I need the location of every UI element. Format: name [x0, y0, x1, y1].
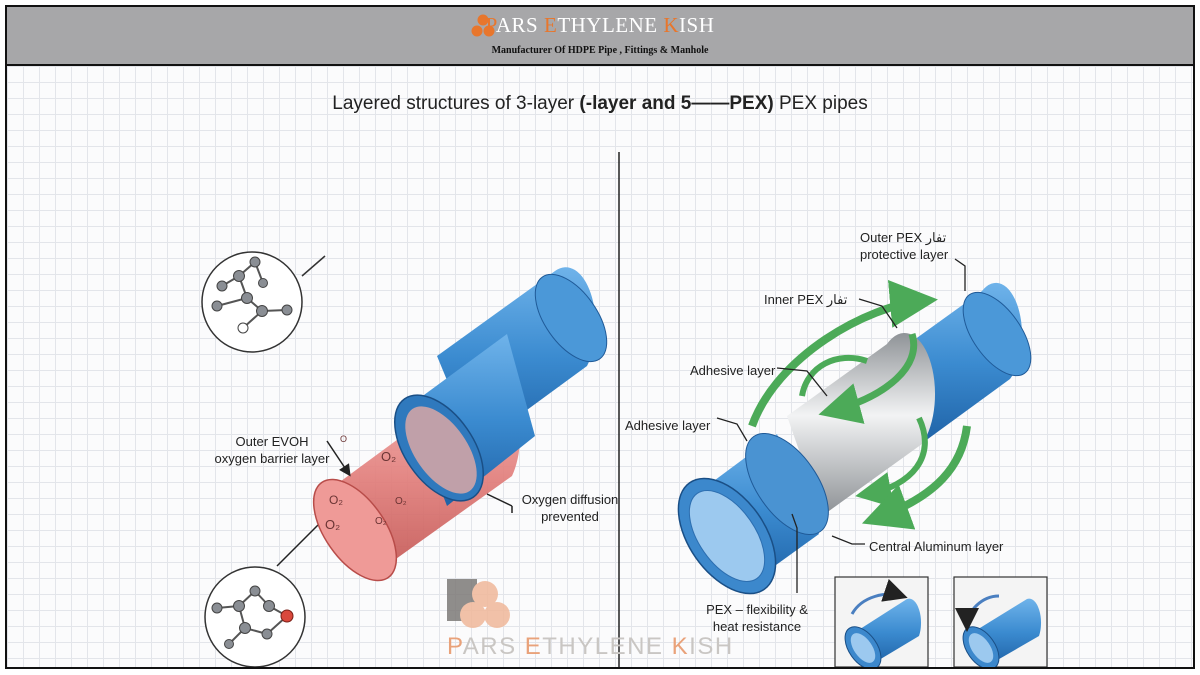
o2-mark: O₂: [325, 517, 340, 532]
o2-mark: O₂: [329, 493, 343, 507]
thumbnail-rotation-1: [834, 576, 929, 667]
page-frame: PARS ETHYLENE KISH Manufacturer Of HDPE …: [5, 5, 1195, 669]
o2-mark: O₂: [375, 516, 387, 527]
diagram-canvas: Layered structures of 3-layer (-layer an…: [7, 66, 1193, 667]
o2-mark: O₂: [381, 449, 396, 464]
diagram-title: Layered structures of 3-layer (-layer an…: [332, 93, 868, 114]
brand-title: PARS ETHYLENE KISH: [485, 13, 715, 37]
brand-logo-icon: [471, 14, 495, 37]
o2-mark: O: [340, 434, 347, 444]
o2-mark: O₂: [395, 496, 407, 507]
three-layer-pipe: [312, 267, 608, 582]
label-central-aluminum: Central Aluminum layer: [869, 539, 1004, 554]
brand-subtitle: Manufacturer Of HDPE Pipe , Fittings & M…: [491, 45, 709, 56]
watermark-logo-icon: [447, 579, 510, 628]
label-adhesive-upper: Adhesive layer: [690, 363, 776, 378]
label-inner-pex: Inner PEX تفار: [764, 292, 848, 307]
label-adhesive-lower: Adhesive layer: [625, 418, 711, 433]
watermark-brand: PARS ETHYLENE KISH: [447, 633, 734, 660]
five-layer-pipe: [677, 280, 1032, 595]
molecule-circle-bottom: [204, 508, 335, 667]
molecule-circle-top: [201, 251, 326, 353]
thumbnail-rotation-2: [953, 576, 1048, 667]
diagram-artwork: O O₂ O₂ O₂ O₂ O₂: [201, 152, 1048, 667]
brand-header: PARS ETHYLENE KISH Manufacturer Of HDPE …: [7, 7, 1193, 66]
label-pex-flexibility: PEX – flexibility &heat resistance: [706, 602, 808, 634]
